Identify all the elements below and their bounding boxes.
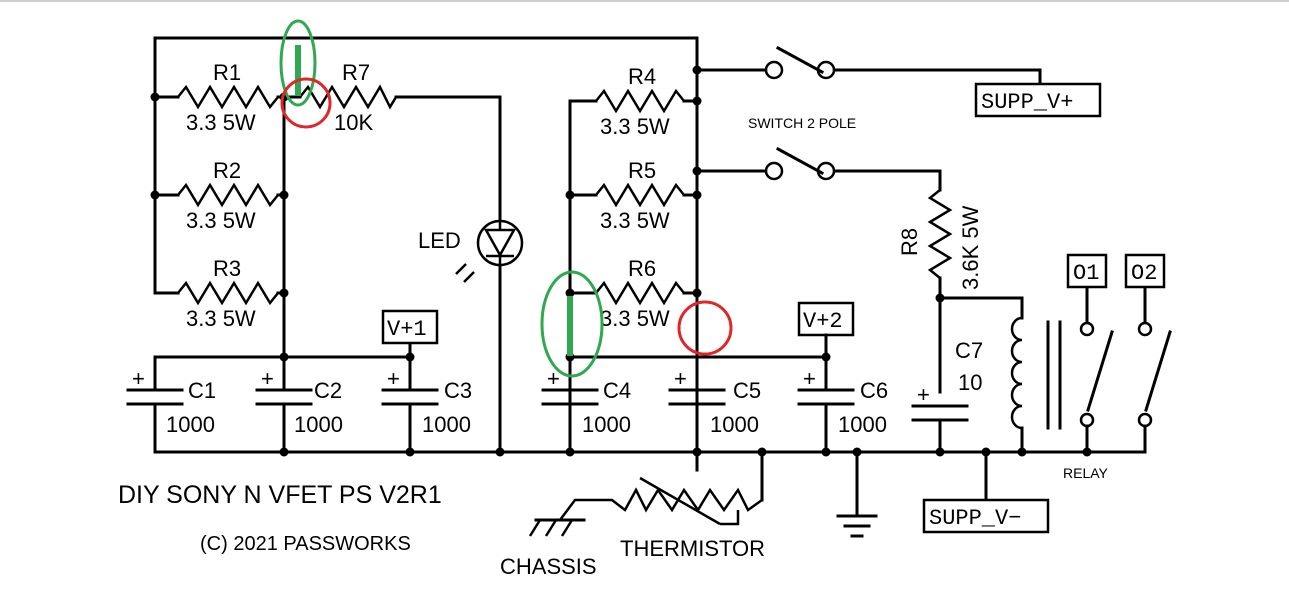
- annotation-green-ellipse-r1r7: [279, 19, 317, 107]
- label-c1-ref: C1: [188, 378, 216, 403]
- port-o2-label: O2: [1131, 261, 1157, 286]
- resistor-R1: [177, 84, 279, 110]
- label-c5-value: 1000: [710, 412, 759, 437]
- polarity-plus-c7: +: [917, 382, 930, 407]
- label-r8-value: 3.6K 5W: [958, 205, 983, 290]
- port-o2: O2: [1124, 253, 1166, 289]
- relay-contacts: [1079, 285, 1172, 454]
- label-c6-ref: C6: [860, 378, 888, 403]
- earth-ground-icon: [836, 450, 878, 538]
- label-r7-value: 10K: [334, 110, 373, 135]
- label-r2-ref: R2: [213, 158, 241, 183]
- port-supp-vplus: SUPP_V+: [974, 82, 1102, 118]
- resistor-R8: [927, 189, 953, 279]
- port-o1: O1: [1066, 253, 1108, 289]
- label-r5-ref: R5: [628, 158, 656, 183]
- label-relay: RELAY: [1063, 465, 1109, 481]
- port-o1-label: O1: [1073, 261, 1099, 286]
- polarity-plus-c4: +: [547, 366, 560, 391]
- capacitor-C5: [668, 388, 726, 406]
- polarity-plus-c1: +: [132, 366, 145, 391]
- label-r2-value: 3.3 5W: [186, 208, 256, 233]
- label-c2-ref: C2: [314, 378, 342, 403]
- port-supp-vminus: SUPP_V−: [922, 498, 1050, 534]
- polarity-plus-c6: +: [803, 366, 816, 391]
- label-r4-ref: R4: [628, 64, 656, 89]
- label-c4-value: 1000: [582, 412, 631, 437]
- label-r7-ref: R7: [342, 60, 370, 85]
- label-c4-ref: C4: [603, 378, 631, 403]
- capacitor-C4: [541, 388, 599, 406]
- resistor-R6: [595, 280, 685, 306]
- port-vplus2-label: V+2: [803, 309, 843, 334]
- label-r3-ref: R3: [213, 256, 241, 281]
- resistor-R2: [177, 182, 279, 208]
- port-supp-vminus-label: SUPP_V−: [929, 506, 1021, 531]
- label-c7-ref: C7: [955, 338, 983, 363]
- annotation-green-ellipse-c4: [540, 270, 604, 378]
- label-r6-value: 3.3 5W: [600, 306, 670, 331]
- schematic-copyright: (C) 2021 PASSWORKS: [200, 533, 411, 555]
- label-c1-value: 1000: [166, 412, 215, 437]
- port-vplus1-label: V+1: [387, 317, 427, 342]
- capacitor-C3: [381, 388, 439, 406]
- label-led: LED: [418, 228, 461, 253]
- label-r3-value: 3.3 5W: [186, 306, 256, 331]
- port-vplus2: V+2: [797, 301, 855, 345]
- capacitor-C7: [911, 404, 969, 422]
- annotation-red-circle-r7: [280, 77, 332, 129]
- thermistor-symbol: [559, 450, 764, 526]
- port-supp-vplus-label: SUPP_V+: [981, 90, 1073, 115]
- label-chassis: CHASSIS: [500, 554, 597, 579]
- led-symbol: [455, 219, 524, 283]
- label-r4-value: 3.3 5W: [600, 114, 670, 139]
- polarity-plus-c5: +: [674, 366, 687, 391]
- resistor-R7: [299, 84, 398, 110]
- capacitor-C1: [126, 388, 184, 406]
- label-c3-ref: C3: [444, 378, 472, 403]
- label-thermistor: THERMISTOR: [620, 536, 765, 561]
- label-c7-value: 10: [958, 370, 982, 395]
- label-c3-value: 1000: [422, 412, 471, 437]
- label-c2-value: 1000: [294, 412, 343, 437]
- resistor-R5: [595, 182, 685, 208]
- chassis-ground-icon: [528, 518, 586, 537]
- label-r5-value: 3.3 5W: [600, 208, 670, 233]
- label-c5-ref: C5: [733, 378, 761, 403]
- relay-coil: [1010, 316, 1062, 430]
- label-r1-value: 3.3 5W: [186, 110, 256, 135]
- schematic-title: DIY SONY N VFET PS V2R1: [118, 481, 442, 509]
- polarity-plus-c3: +: [387, 366, 400, 391]
- label-c6-value: 1000: [838, 412, 887, 437]
- port-vplus1: V+1: [381, 309, 439, 345]
- label-r8-ref: R8: [897, 228, 922, 256]
- resistor-R4: [595, 88, 685, 114]
- polarity-plus-c2: +: [261, 366, 274, 391]
- label-switch: SWITCH 2 POLE: [748, 115, 856, 131]
- annotation-red-circle-r6: [677, 300, 733, 356]
- label-r1-ref: R1: [213, 60, 241, 85]
- switch-2-pole: [695, 45, 1042, 181]
- junction-dots: [150, 65, 1092, 457]
- capacitor-C2: [255, 388, 313, 406]
- resistor-R3: [177, 280, 279, 306]
- label-r6-ref: R6: [628, 256, 656, 281]
- capacitor-C6: [797, 388, 855, 406]
